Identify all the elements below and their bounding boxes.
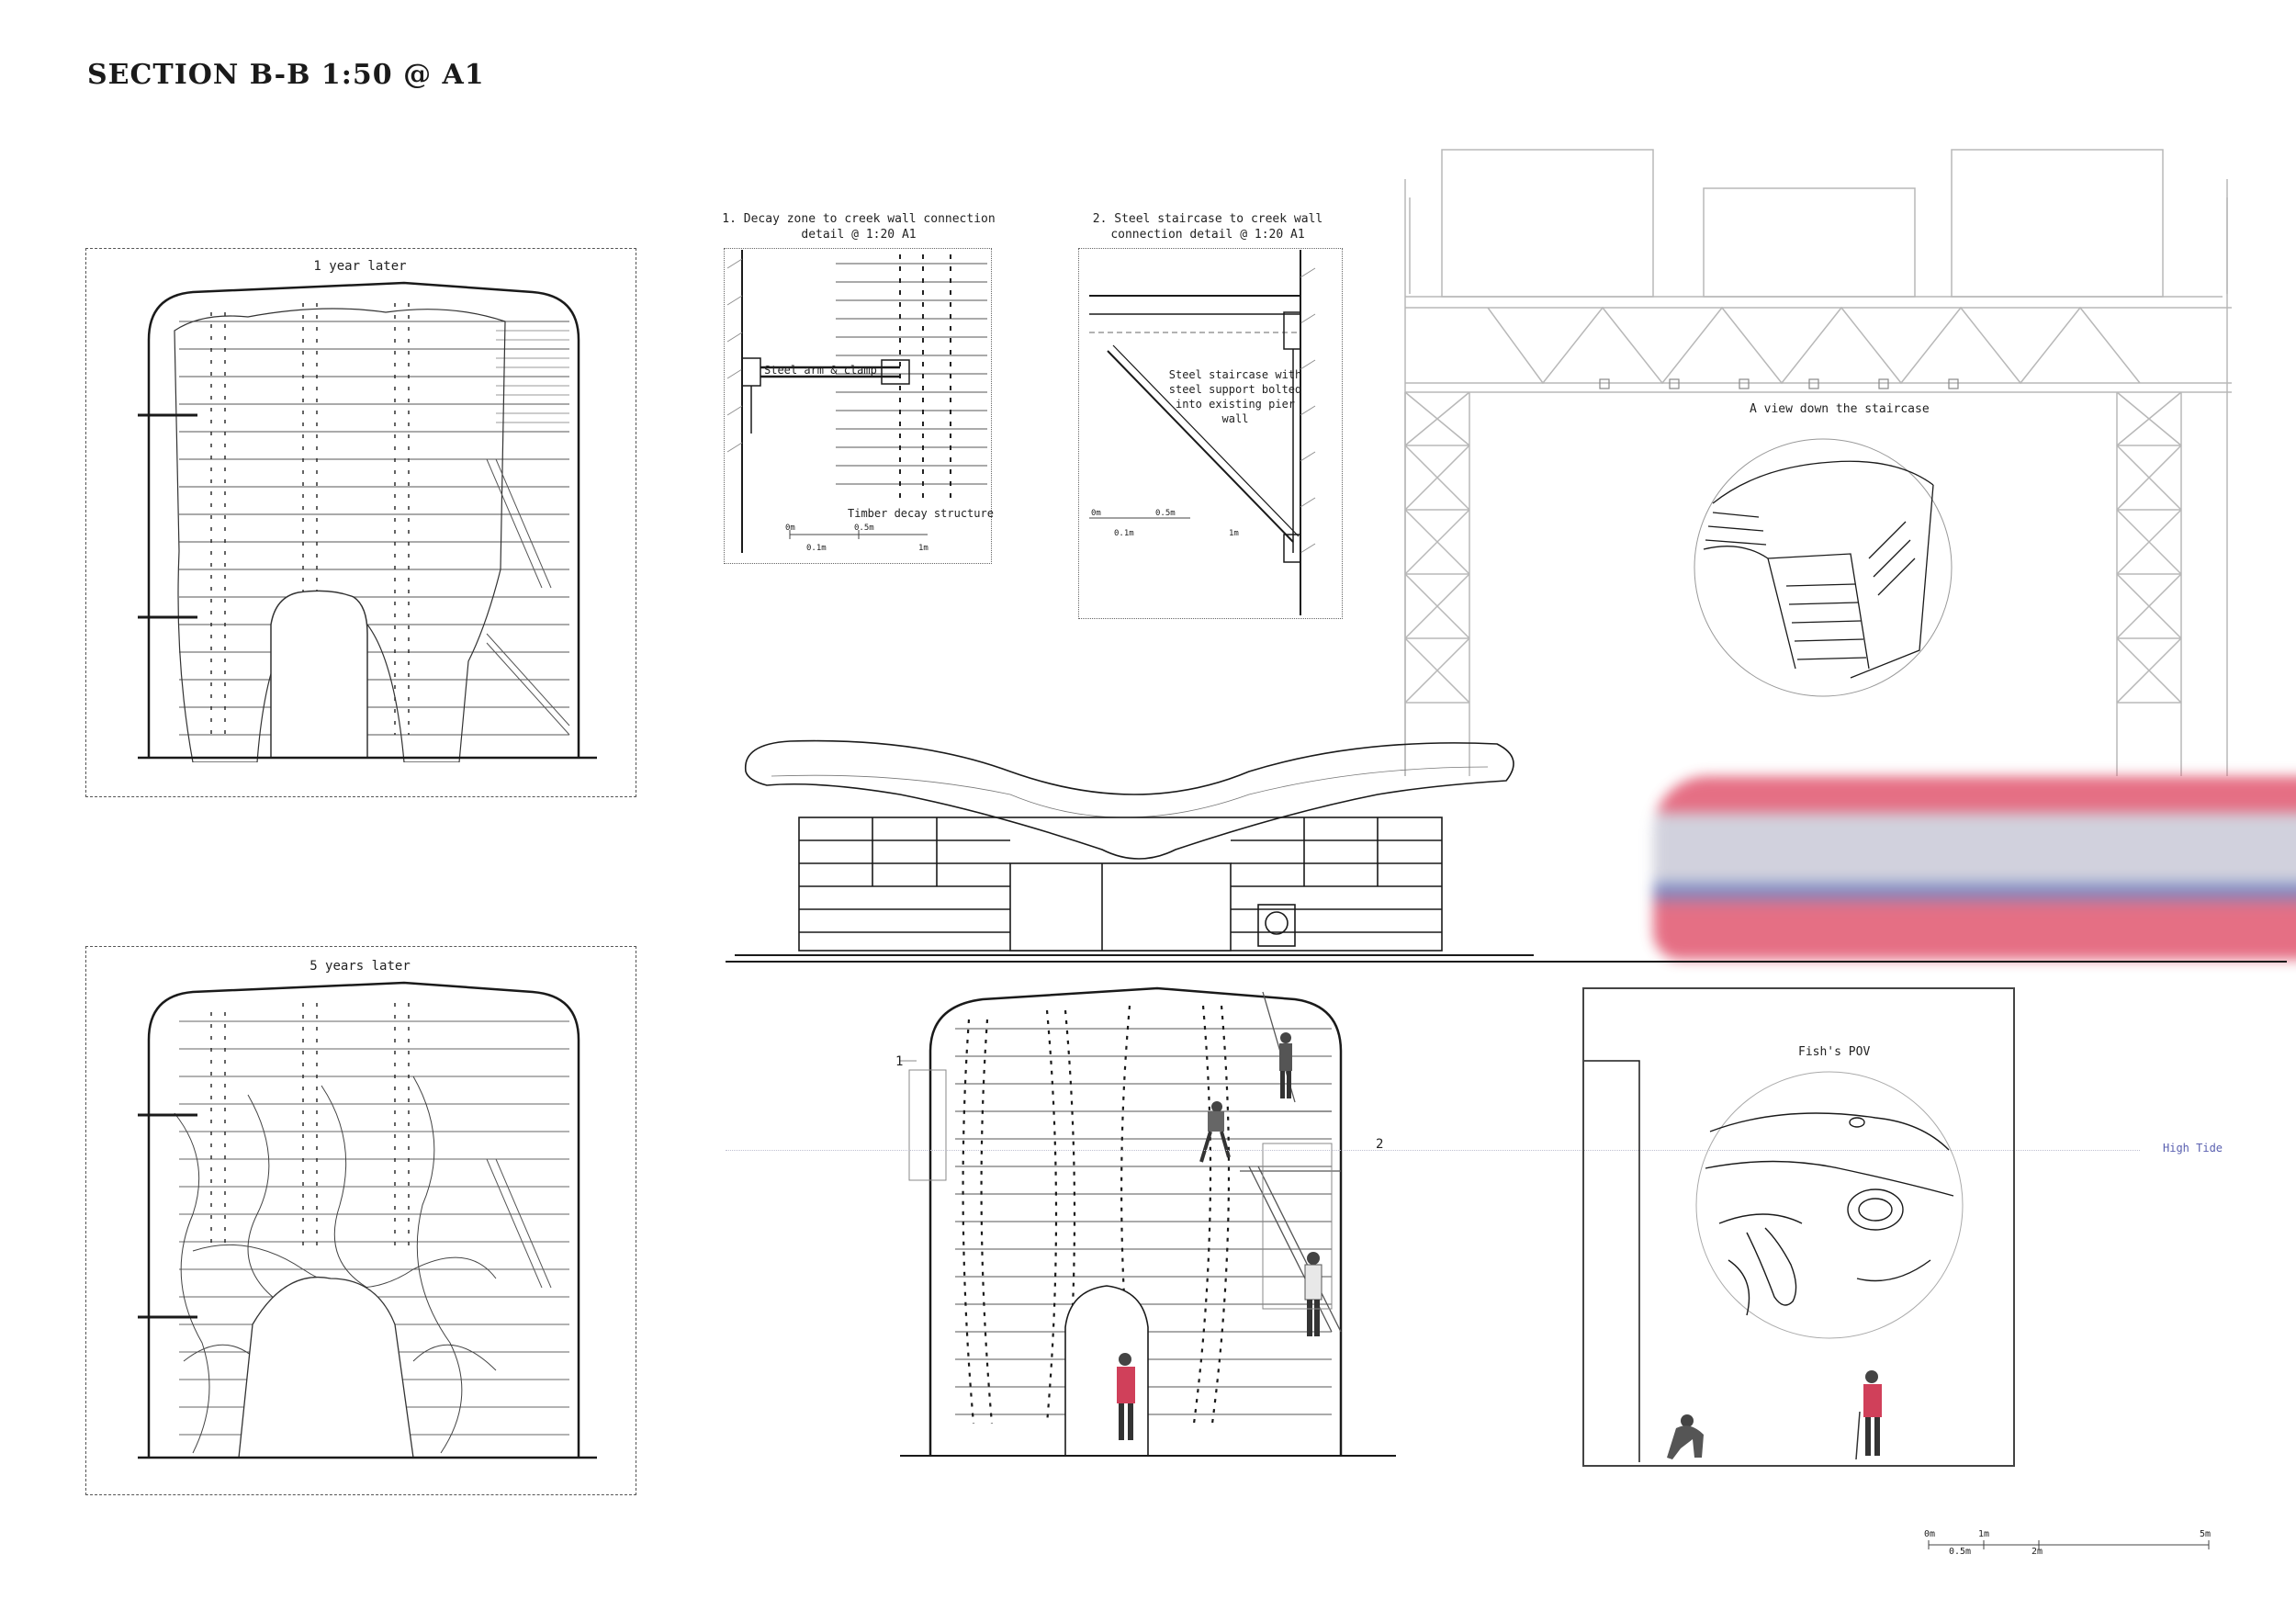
- scale-bar-1m: 1m: [1978, 1529, 1990, 1539]
- detail2-scale-1: 1m: [1229, 529, 1239, 538]
- sheet-title: SECTION B-B 1:50 @ A1: [87, 59, 485, 91]
- marker-1: 1: [895, 1054, 904, 1069]
- detail2-scale-01: 0.1m: [1114, 529, 1134, 538]
- detail1-title: 1. Decay zone to creek wall connection d…: [722, 212, 996, 242]
- detail2-scale-0: 0m: [1091, 509, 1101, 518]
- person-crouching: [1667, 1414, 1704, 1459]
- scale-bar: [1928, 1540, 2210, 1549]
- detail2-scale-05: 0.5m: [1155, 509, 1176, 518]
- person-red-jacket: [1117, 1353, 1135, 1440]
- high-tide-label: High Tide: [2163, 1142, 2223, 1155]
- ground-line: [726, 961, 2287, 963]
- detail1-scale-05: 0.5m: [854, 524, 874, 533]
- scale-bar-5m: 5m: [2200, 1529, 2212, 1539]
- fish-pov-panel: [1582, 987, 2015, 1467]
- panel-one-year: [85, 248, 636, 797]
- shelter-elevation: [735, 739, 1534, 956]
- scale-bar-05m: 0.5m: [1949, 1547, 1972, 1557]
- person-on-stairs-top: [1279, 1032, 1292, 1098]
- fish-pov-sketch: [1695, 1071, 1964, 1339]
- panel-five-years: [85, 946, 636, 1495]
- detail2-label: Steel staircase with steel support bolte…: [1168, 368, 1302, 425]
- person-red-walking: [1855, 1370, 1882, 1460]
- train-motion-blur: [1653, 776, 2296, 960]
- detail1-arm-label: Steel arm & clamp: [764, 364, 877, 377]
- marker-2: 2: [1376, 1137, 1384, 1152]
- staircase-view-sketch: [1694, 438, 1953, 697]
- detail1-scale-1: 1m: [918, 544, 929, 553]
- detail2-frame: [1078, 248, 1343, 619]
- bridge-structure: [1404, 149, 2232, 776]
- person-climbing: [1199, 1101, 1231, 1163]
- detail1-frame: [724, 248, 992, 564]
- staircase-view-caption: A view down the staircase: [1750, 402, 1930, 416]
- main-section-with-people: [900, 986, 1396, 1457]
- fish-pov-wall: [1584, 1060, 1882, 1462]
- detail2-drawing: [1089, 250, 1316, 615]
- panel-one-year-caption: 1 year later: [313, 259, 407, 274]
- high-tide-line: [726, 1150, 2140, 1151]
- person-standing-white: [1304, 1252, 1322, 1336]
- detail1-drawing: [726, 250, 987, 553]
- panel-five-years-caption: 5 years later: [310, 959, 411, 974]
- detail1-scale-0: 0m: [785, 524, 795, 533]
- fish-pov-caption: Fish's POV: [1798, 1045, 1871, 1059]
- detail1-scale-01: 0.1m: [806, 544, 827, 553]
- section-drawing-five-years: [138, 981, 597, 1459]
- detail2-title: 2. Steel staircase to creek wall connect…: [1092, 212, 1323, 242]
- section-drawing-one-year: [138, 281, 597, 762]
- scale-bar-0m: 0m: [1924, 1529, 1936, 1539]
- scale-bar-2m: 2m: [2032, 1547, 2043, 1557]
- detail1-timber-label: Timber decay structure: [848, 507, 994, 520]
